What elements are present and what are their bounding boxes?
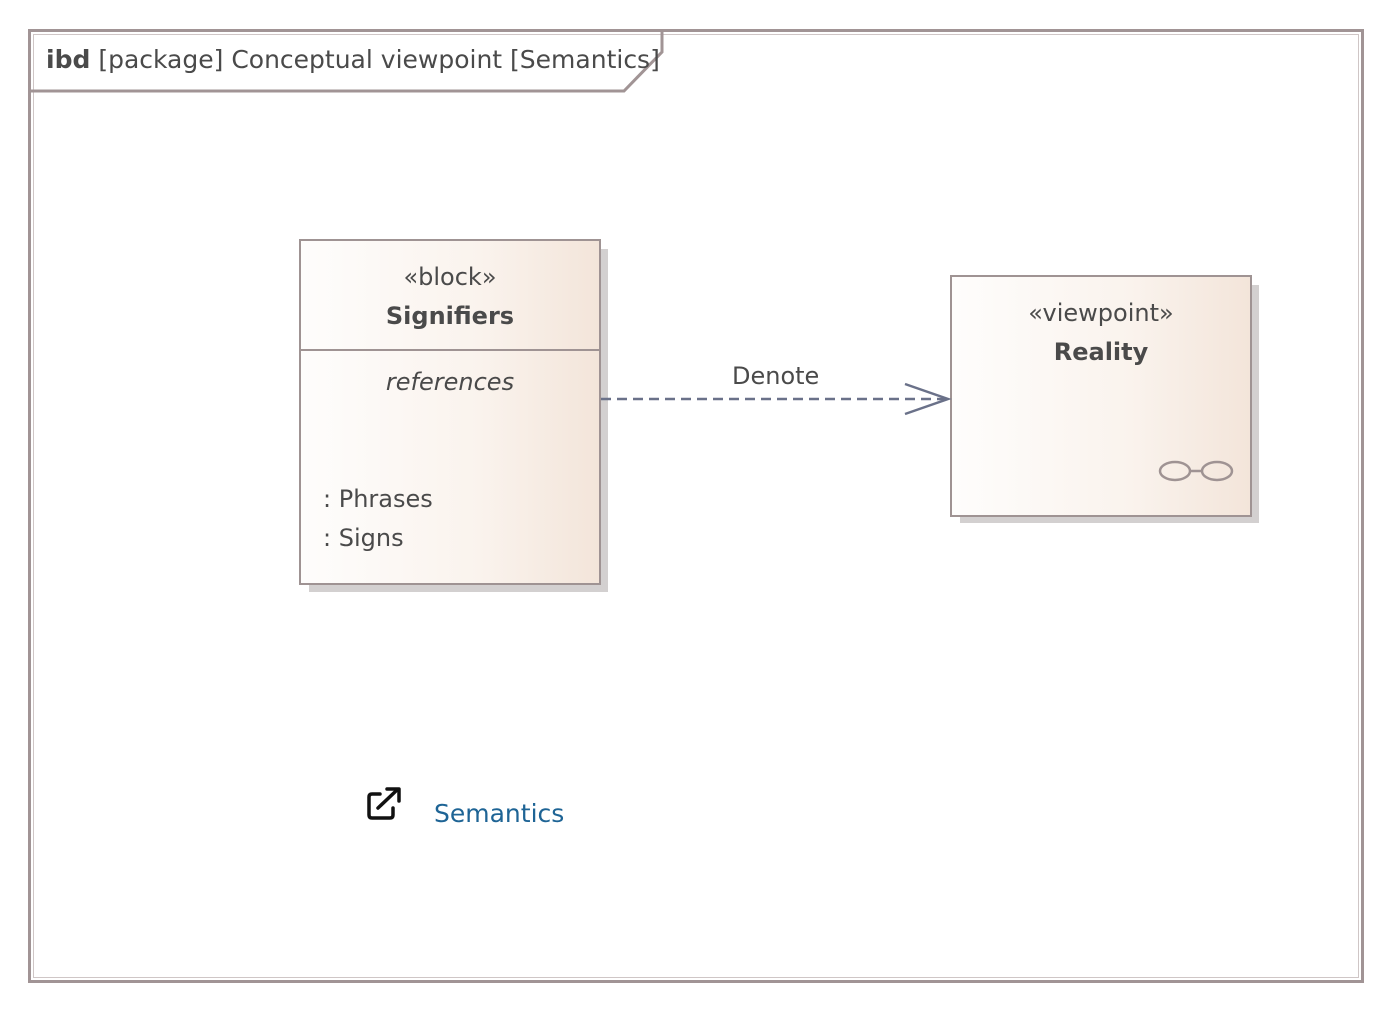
reality-stereotype: «viewpoint» bbox=[1028, 299, 1174, 327]
external-link-icon[interactable] bbox=[366, 786, 402, 822]
frame-header-tab bbox=[31, 32, 664, 93]
part-phrases[interactable]: : Phrases bbox=[323, 485, 433, 513]
glasses-icon bbox=[1158, 460, 1234, 482]
frame-title: ibd [package] Conceptual viewpoint [Sema… bbox=[46, 45, 660, 74]
signifiers-stereotype: «block» bbox=[403, 263, 497, 291]
semantics-diagram-link[interactable]: Semantics bbox=[434, 799, 565, 828]
reality-viewpoint[interactable]: «viewpoint» Reality bbox=[950, 275, 1252, 517]
frame-header: ibd [package] Conceptual viewpoint [Sema… bbox=[31, 32, 671, 94]
signifiers-name: Signifiers bbox=[385, 302, 515, 330]
diagram-frame-inner-border bbox=[33, 34, 1359, 978]
diagram-frame: ibd [package] Conceptual viewpoint [Sema… bbox=[28, 29, 1364, 983]
frame-kind: ibd bbox=[46, 45, 91, 74]
reality-name: Reality bbox=[1053, 338, 1149, 366]
signifiers-block-header: «block» Signifiers bbox=[301, 241, 599, 351]
frame-name: [package] Conceptual viewpoint [Semantic… bbox=[98, 45, 660, 74]
references-compartment-title: references bbox=[385, 368, 515, 396]
signifiers-block[interactable]: «block» Signifiers references : Phrases … bbox=[299, 239, 601, 585]
part-signs[interactable]: : Signs bbox=[323, 524, 404, 552]
dependency-label: Denote bbox=[732, 362, 820, 390]
